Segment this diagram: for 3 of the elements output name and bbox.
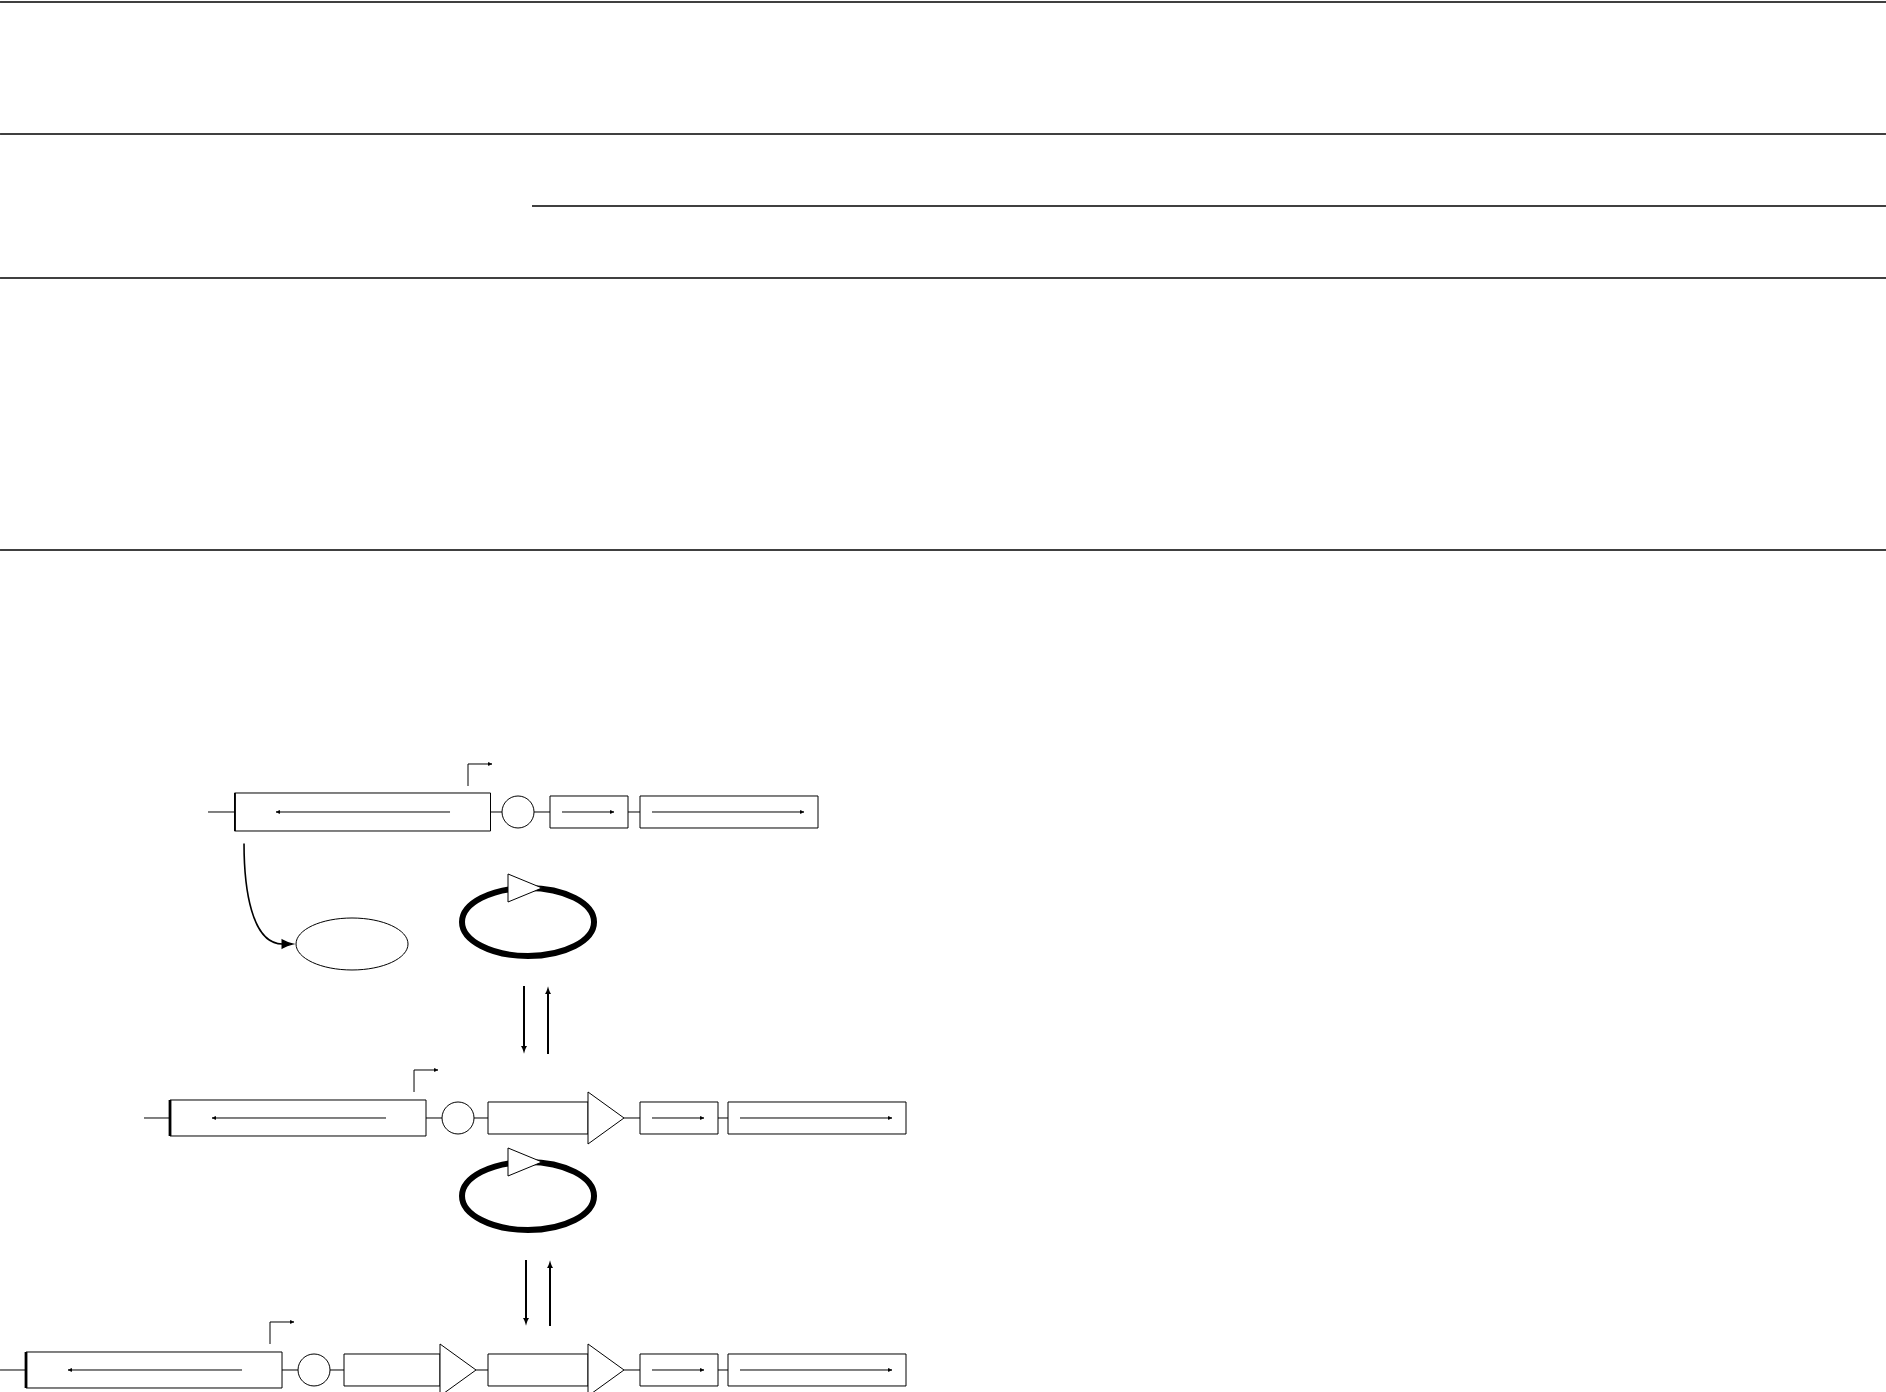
curved-arrow — [243, 842, 294, 949]
gene-box — [234, 792, 491, 832]
protein-ellipse — [295, 917, 409, 971]
